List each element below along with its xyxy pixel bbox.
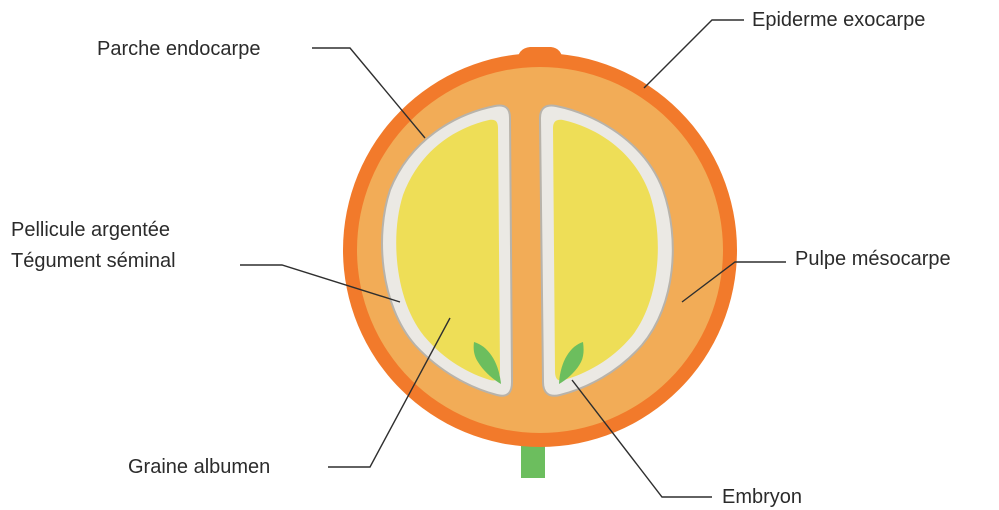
- label-tegument-seminal: Tégument séminal: [11, 249, 176, 273]
- label-graine-albumen: Graine albumen: [128, 455, 270, 479]
- label-embryon: Embryon: [722, 485, 802, 509]
- leader-epiderme-exocarpe: [644, 20, 744, 88]
- label-pellicule-argentee: Pellicule argentée: [11, 218, 170, 242]
- label-pulpe-mesocarpe: Pulpe mésocarpe: [795, 247, 951, 271]
- fruit-nub: [517, 47, 563, 62]
- label-parche-endocarpe: Parche endocarpe: [97, 37, 260, 61]
- label-epiderme-exocarpe: Epiderme exocarpe: [752, 8, 925, 32]
